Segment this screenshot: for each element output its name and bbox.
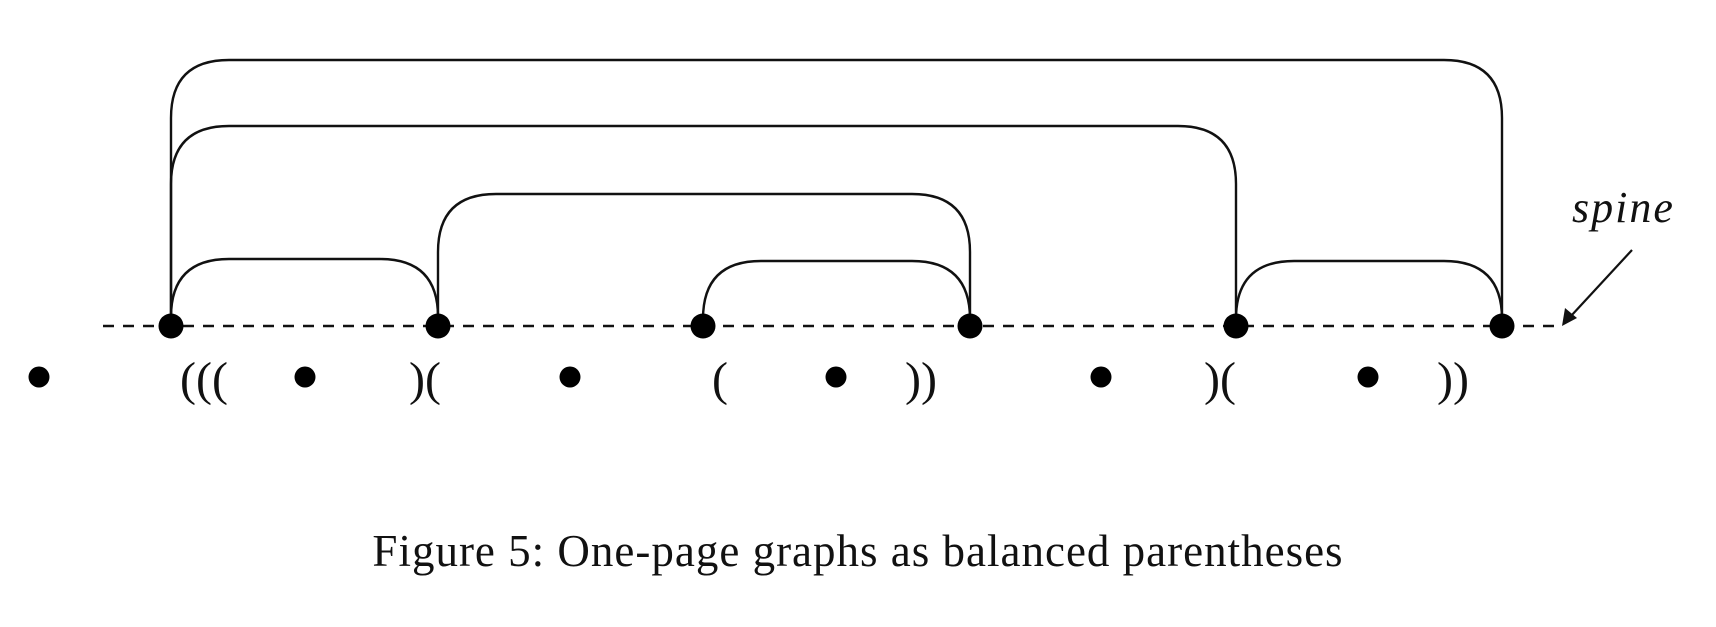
edge-arc-5-6 bbox=[1234, 259, 1504, 326]
edge-arc-1-5 bbox=[169, 124, 1238, 326]
parenthesis-group: ( bbox=[712, 353, 728, 406]
parenthesis-group: )( bbox=[1204, 353, 1236, 406]
spine-label: spine bbox=[1572, 183, 1675, 232]
vertex-1 bbox=[158, 313, 184, 339]
figure-caption: Figure 5: One-page graphs as balanced pa… bbox=[372, 526, 1344, 576]
parenthesis-sequence: ((( )( ( )) )( )) bbox=[28, 353, 1469, 406]
page-dot bbox=[294, 366, 316, 388]
page-dot bbox=[559, 366, 581, 388]
edge-arc-1-2 bbox=[169, 257, 440, 326]
vertex-6 bbox=[1489, 313, 1515, 339]
edge-arc-3-4 bbox=[701, 259, 972, 326]
page-dot bbox=[1090, 366, 1112, 388]
edge-arc-1-6 bbox=[169, 58, 1504, 326]
page-dot bbox=[825, 366, 847, 388]
vertex-4 bbox=[957, 313, 983, 339]
vertex-group bbox=[158, 313, 1515, 339]
parenthesis-group: )) bbox=[1437, 353, 1469, 406]
spine-arrow bbox=[1562, 249, 1633, 326]
edge-arc-2-4 bbox=[436, 192, 972, 326]
parenthesis-group: )) bbox=[905, 353, 937, 406]
vertex-5 bbox=[1223, 313, 1249, 339]
parenthesis-group: )( bbox=[409, 353, 441, 406]
vertex-3 bbox=[690, 313, 716, 339]
vertex-2 bbox=[425, 313, 451, 339]
edge-group bbox=[169, 58, 1504, 326]
page-dot bbox=[28, 366, 50, 388]
parenthesis-group: ((( bbox=[180, 353, 228, 406]
page-dot bbox=[1357, 366, 1379, 388]
